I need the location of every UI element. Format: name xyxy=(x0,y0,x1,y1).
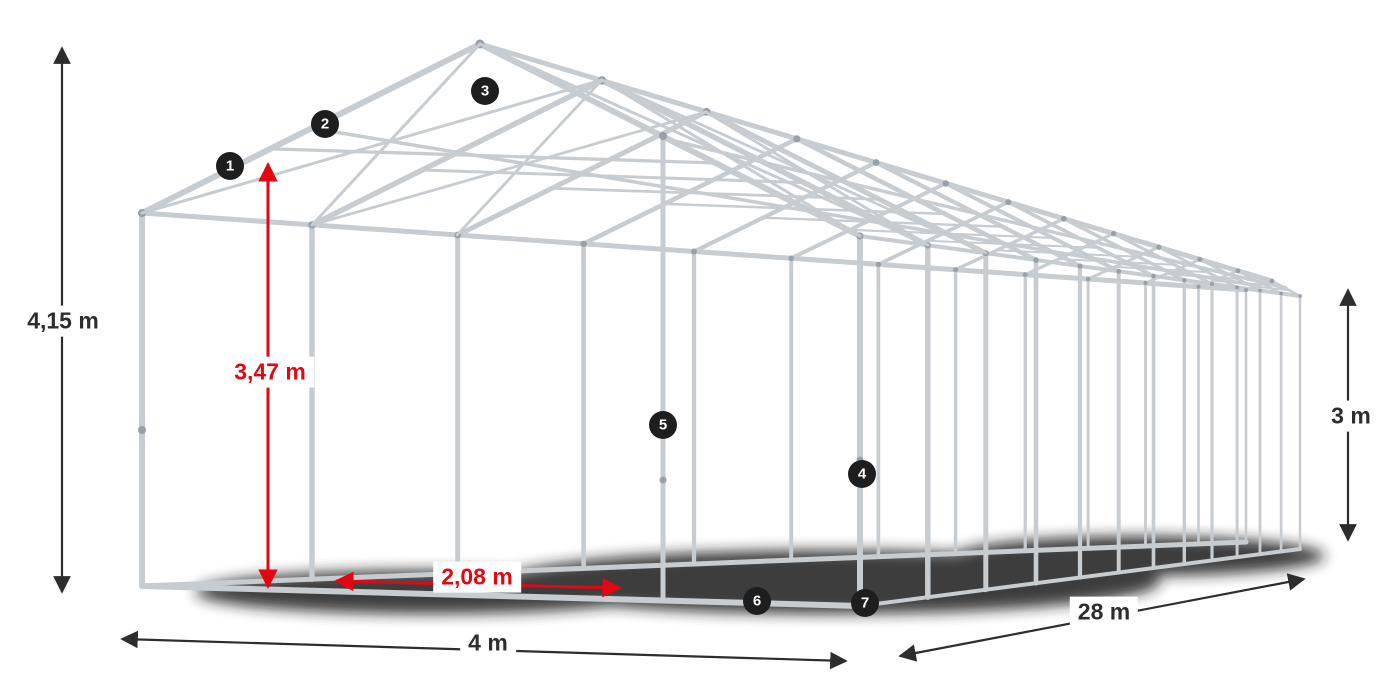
frame-connector xyxy=(1143,280,1148,286)
frame-tube xyxy=(704,110,930,247)
frame-connector xyxy=(580,240,587,247)
marker-4-circle xyxy=(848,460,876,488)
frame-tube xyxy=(1061,216,1187,282)
marker-2[interactable]: 2 xyxy=(311,110,339,138)
frame-connector xyxy=(1279,291,1283,296)
bay-width-label: 2,08 m xyxy=(433,561,521,593)
frame-connector xyxy=(793,135,801,143)
tent-frame xyxy=(138,39,1302,609)
frame-tube xyxy=(1198,257,1262,292)
marker-5-number: 5 xyxy=(659,417,667,434)
frame-tube xyxy=(478,42,930,247)
frame-tube xyxy=(1157,245,1239,289)
marker-1-number: 1 xyxy=(226,158,234,175)
shadow-rear xyxy=(955,536,1325,576)
frame-tube xyxy=(794,136,1039,263)
frame-tube xyxy=(1111,232,1214,286)
frame-connector xyxy=(1258,288,1262,293)
frame-connector xyxy=(942,180,949,187)
marker-5[interactable]: 5 xyxy=(649,411,677,439)
marker-3-number: 3 xyxy=(481,83,489,100)
frame-connector xyxy=(875,261,882,268)
marker-7-circle xyxy=(851,589,879,617)
frame-tube xyxy=(1006,200,1156,278)
frame-connector xyxy=(1235,268,1241,274)
frame-connector xyxy=(1033,257,1039,263)
marker-3-circle xyxy=(471,77,499,105)
frame-tube xyxy=(1165,273,1239,280)
marker-4-number: 4 xyxy=(858,466,867,483)
frame-connector xyxy=(138,426,146,434)
marker-7[interactable]: 7 xyxy=(851,589,879,617)
frame-connector xyxy=(691,248,697,255)
marker-6-circle xyxy=(743,587,771,615)
marker-5-circle xyxy=(649,411,677,439)
frame-connector xyxy=(1085,276,1091,282)
frame-connector xyxy=(659,476,667,484)
frame-tube xyxy=(455,109,709,238)
frame-connector xyxy=(1005,199,1012,206)
frame-connector xyxy=(1110,230,1117,237)
frame-tube xyxy=(704,109,989,256)
frame-tube xyxy=(309,77,605,228)
width-label: 4 m xyxy=(460,627,516,659)
frame-tube xyxy=(477,41,863,239)
frame-connector xyxy=(953,267,959,273)
frame-tube xyxy=(310,42,482,227)
clear-height-label: 3,47 m xyxy=(226,356,314,388)
marker-2-number: 2 xyxy=(321,116,329,133)
frame-tube xyxy=(1244,279,1274,292)
frame-connector xyxy=(1182,278,1187,283)
frame-connector xyxy=(788,255,794,262)
frame-tube xyxy=(581,136,800,247)
marker-1[interactable]: 1 xyxy=(216,152,244,180)
frame-connector xyxy=(1196,284,1201,289)
numbered-markers: 1 2 3 4 5 6 7 xyxy=(216,77,879,617)
frame-connector xyxy=(1235,285,1240,290)
frame-connector xyxy=(1116,268,1122,274)
frame-tube xyxy=(943,181,1121,274)
marker-3[interactable]: 3 xyxy=(471,77,499,105)
length-label: 28 m xyxy=(1069,596,1139,628)
frame-tube xyxy=(1236,269,1283,295)
total-height-label: 4,15 m xyxy=(19,305,107,337)
marker-1-circle xyxy=(216,152,244,180)
frame-connector xyxy=(659,132,667,140)
frame-connector xyxy=(872,159,880,166)
frame-tube xyxy=(268,147,718,165)
frame-connector xyxy=(1269,278,1275,284)
marker-4[interactable]: 4 xyxy=(848,460,876,488)
frame-tube xyxy=(455,78,604,237)
frame-tube xyxy=(140,78,604,215)
frame-connector xyxy=(1244,288,1248,292)
frame-tube xyxy=(310,110,708,227)
marker-2-circle xyxy=(311,110,339,138)
frame-connector xyxy=(1060,215,1067,222)
frame-connector xyxy=(1077,263,1083,269)
frame-tube xyxy=(420,168,806,185)
frame-connector xyxy=(1156,244,1162,250)
side-height-label: 3 m xyxy=(1323,400,1379,432)
frame-connector xyxy=(1209,281,1215,287)
frame-connector xyxy=(1151,273,1156,279)
marker-7-number: 7 xyxy=(861,595,869,612)
frame-tube xyxy=(599,77,931,248)
frame-connector xyxy=(1197,256,1203,262)
frame-tube xyxy=(139,41,483,216)
frame-connector xyxy=(1022,272,1028,277)
marker-6[interactable]: 6 xyxy=(743,587,771,615)
frame-tube xyxy=(873,160,1083,269)
frame-tube xyxy=(1212,279,1266,286)
marker-6-number: 6 xyxy=(753,593,761,610)
frame-connector xyxy=(1298,294,1302,298)
frame-tube xyxy=(1270,279,1302,298)
frame-tube xyxy=(600,78,988,255)
